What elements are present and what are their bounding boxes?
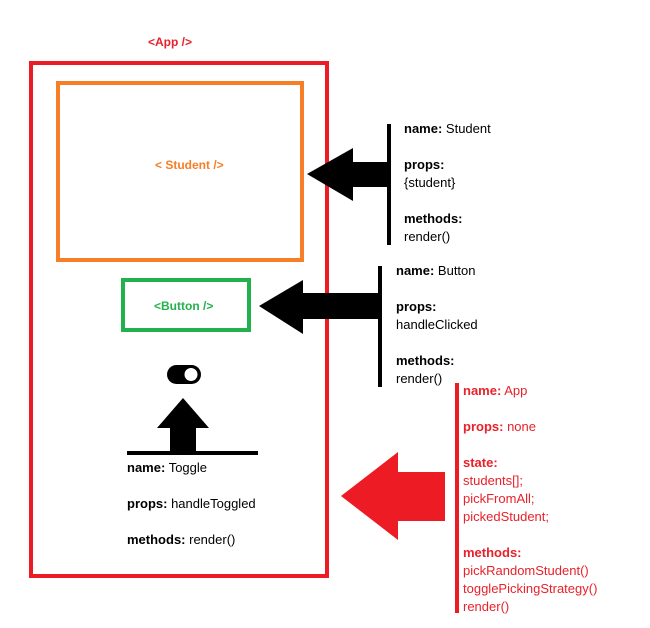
app-box bbox=[29, 61, 329, 578]
app-name-label: name: bbox=[463, 383, 502, 398]
button-props-value: handleClicked bbox=[396, 317, 478, 332]
app-state-value: students[]; bbox=[463, 473, 523, 488]
toggle-switch-icon bbox=[167, 365, 201, 384]
button-methods-value: render() bbox=[396, 371, 443, 386]
button-box bbox=[121, 278, 251, 332]
app-props-value: none bbox=[507, 419, 536, 434]
student-methods-value: render() bbox=[404, 229, 451, 244]
button-name-row: name: Button bbox=[396, 262, 478, 280]
app-name-row: name: App bbox=[463, 382, 597, 400]
student-methods-label: methods: bbox=[404, 211, 463, 226]
app-state-label: state: bbox=[463, 455, 498, 470]
student-name-row: name: Student bbox=[404, 120, 491, 138]
toggle-name-label: name: bbox=[127, 460, 166, 475]
student-props-value: {student} bbox=[404, 175, 456, 190]
toggle-props-value: handleToggled bbox=[171, 496, 256, 511]
student-info-line bbox=[387, 124, 391, 245]
student-name-value: Student bbox=[445, 121, 491, 136]
button-name-value: Button bbox=[437, 263, 476, 278]
app-props-label: props: bbox=[463, 419, 504, 434]
button-info: name: Button props: handleClicked method… bbox=[396, 262, 478, 388]
button-methods-label: methods: bbox=[396, 353, 455, 368]
toggle-name-value: Toggle bbox=[168, 460, 207, 475]
app-method-value: pickRandomStudent() bbox=[463, 563, 589, 578]
student-arrow bbox=[307, 148, 390, 201]
toggle-methods-label: methods: bbox=[127, 532, 186, 547]
app-method-value: togglePickingStrategy() bbox=[463, 581, 598, 596]
button-props-label: props: bbox=[396, 299, 437, 314]
toggle-props-row: props: handleToggled bbox=[127, 495, 256, 513]
student-props-label: props: bbox=[404, 157, 445, 172]
up-arrow bbox=[157, 398, 209, 452]
button-tag: <Button /> bbox=[154, 299, 214, 313]
app-state-value: pickFromAll; bbox=[463, 491, 535, 506]
toggle-divider-line bbox=[127, 451, 258, 455]
button-arrow bbox=[259, 280, 381, 334]
student-name-label: name: bbox=[404, 121, 443, 136]
app-name-value: App bbox=[504, 383, 528, 398]
app-props-row: props: none bbox=[463, 418, 597, 436]
app-info-line bbox=[455, 383, 459, 613]
student-tag: < Student /> bbox=[155, 158, 224, 172]
app-tag: <App /> bbox=[148, 35, 193, 49]
toggle-info: name: Toggle props: handleToggled method… bbox=[127, 459, 256, 549]
app-info: name: App props: none state: students[];… bbox=[463, 382, 597, 616]
toggle-name-row: name: Toggle bbox=[127, 459, 256, 477]
toggle-methods-row: methods: render() bbox=[127, 531, 256, 549]
app-methods-label: methods: bbox=[463, 545, 522, 560]
app-method-value: render() bbox=[463, 599, 510, 614]
button-name-label: name: bbox=[396, 263, 435, 278]
app-state-value: pickedStudent; bbox=[463, 509, 550, 524]
student-info: name: Student props: {student} methods: … bbox=[404, 120, 491, 246]
toggle-methods-value: render() bbox=[189, 532, 236, 547]
app-arrow bbox=[341, 452, 445, 540]
student-box bbox=[56, 81, 304, 262]
button-info-line bbox=[378, 266, 382, 387]
toggle-props-label: props: bbox=[127, 496, 168, 511]
